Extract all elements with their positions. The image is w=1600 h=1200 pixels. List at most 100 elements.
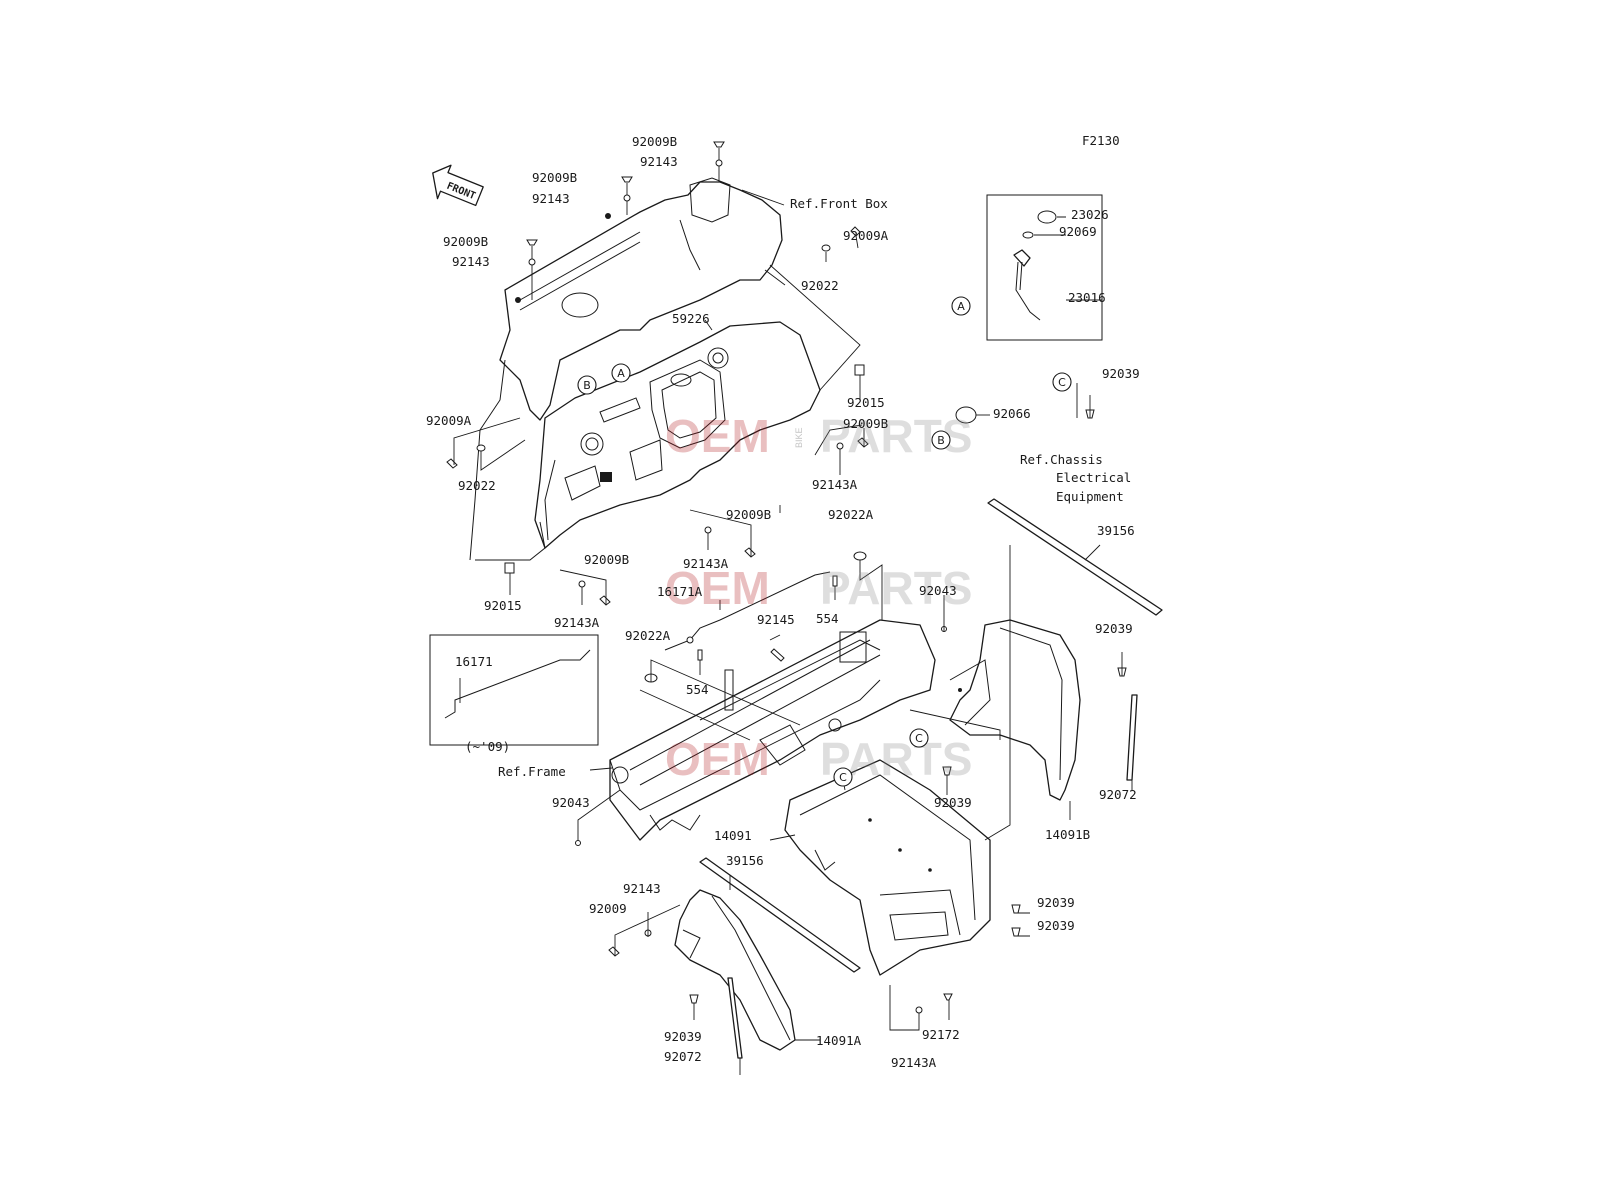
part-number-label: 92015 [847, 395, 885, 410]
part-number-label: 39156 [1097, 523, 1135, 538]
part-number-label: 92022 [458, 478, 496, 493]
callout-letter: A [957, 300, 965, 313]
callout-layer: A B A B C C C [577, 296, 1072, 787]
callout-ring [611, 363, 631, 383]
part-number-label: 92072 [664, 1049, 702, 1064]
watermark-left: OEM [665, 733, 770, 785]
callout-letter: A [617, 367, 625, 380]
part-number-label: 92069 [1059, 224, 1097, 239]
part-number-label: 92009B [632, 134, 677, 149]
part-number-label: 59226 [672, 311, 710, 326]
part-number-label: 92009B [584, 552, 629, 567]
callout-circle-b: B [931, 430, 951, 450]
part-number-label: 16171A [657, 584, 703, 599]
part-number-label: 14091 [714, 828, 752, 843]
part-number-label: 92143 [640, 154, 678, 169]
switch-23016-inset-box [986, 194, 1103, 341]
part-number-label: 92009 [589, 901, 627, 916]
part-number-label: 23016 [1068, 290, 1106, 305]
part-number-label: 92009B [726, 507, 771, 522]
part-number-label: 92039 [1095, 621, 1133, 636]
callout-ring [931, 430, 951, 450]
left-floor-guard-illustration [674, 889, 796, 1051]
callout-ring [1052, 372, 1072, 392]
part-number-label: 14091A [816, 1033, 862, 1048]
callout-ring [577, 375, 597, 395]
part-number-label: 92143A [554, 615, 600, 630]
rod-16171-illustration [444, 649, 591, 719]
reference-label: Equipment [1056, 489, 1124, 504]
callout-ring [909, 728, 929, 748]
part-number-label: 92009A [426, 413, 472, 428]
part-number-label: 92043 [919, 583, 957, 598]
rod-16171-inset-box [429, 634, 599, 746]
fastener-icons [446, 141, 1127, 1014]
part-number-label: 554 [686, 682, 709, 697]
callout-ring [951, 296, 971, 316]
dashboard-panel-illustration [469, 321, 821, 561]
callout-circle-a: A [611, 363, 631, 383]
reference-label: Ref.Chassis [1020, 452, 1103, 467]
watermark-right: PARTS [820, 562, 973, 614]
frame-crossmember-illustration [609, 619, 936, 841]
part-number-label: 92143A [683, 556, 729, 571]
part-number-label: 92022A [625, 628, 671, 643]
left-stay-92072-illustration [727, 977, 743, 1059]
callout-letter: B [583, 379, 591, 392]
callout-circle-b: B [577, 375, 597, 395]
part-number-label: 92143A [812, 477, 858, 492]
part-number-label: 92009B [843, 416, 888, 431]
callout-letter: C [915, 732, 923, 745]
part-number-label: 92022A [828, 507, 874, 522]
callout-circle-c: C [1052, 372, 1072, 392]
part-number-label: 92009B [443, 234, 488, 249]
reference-label: Ref.Front Box [790, 196, 888, 211]
part-number-label: 92039 [934, 795, 972, 810]
center-floor-guard-illustration [784, 759, 991, 976]
callout-ring [833, 767, 853, 787]
part-number-label: 92072 [1099, 787, 1137, 802]
watermark-left: OEM [665, 410, 770, 462]
front-box-cover-illustration [499, 177, 783, 421]
part-number-label: 92143 [532, 191, 570, 206]
part-number-label: 92039 [1102, 366, 1140, 381]
part-number-label: 92143 [623, 881, 661, 896]
watermark-left: OEM [665, 562, 770, 614]
switch-23016-illustration [1013, 210, 1057, 321]
callout-letter: C [1058, 376, 1066, 389]
front-arrow-icon: FRONT [432, 164, 484, 207]
part-number-label: 23026 [1071, 207, 1109, 222]
part-number-label: 92009A [843, 228, 889, 243]
right-floor-guard-illustration [949, 619, 1081, 801]
reference-label: Ref.Frame [498, 764, 566, 779]
callout-letter: B [937, 434, 945, 447]
part-number-label: 92143 [452, 254, 490, 269]
callout-circle-c: C [833, 767, 853, 787]
right-stay-92072-illustration [1126, 694, 1138, 781]
part-number-label: 554 [816, 611, 839, 626]
part-number-label: (~'09) [465, 739, 510, 754]
part-number-label: 14091B [1045, 827, 1090, 842]
reference-label: Electrical [1056, 470, 1131, 485]
part-number-label: 92143A [891, 1055, 937, 1070]
part-number-label: 92039 [664, 1029, 702, 1044]
leader-lines [453, 148, 1133, 1075]
figure-code: F2130 [1082, 133, 1120, 148]
upper-strip-39156-illustration [987, 498, 1163, 616]
part-number-label: 39156 [726, 853, 764, 868]
part-number-label: 92145 [757, 612, 795, 627]
callout-circle-c: C [909, 728, 929, 748]
part-number-label: 92022 [801, 278, 839, 293]
part-number-label: 92172 [922, 1027, 960, 1042]
part-number-label: 92015 [484, 598, 522, 613]
part-number-label: 92009B [532, 170, 577, 185]
part-number-label: 92066 [993, 406, 1031, 421]
part-number-label: 92039 [1037, 918, 1075, 933]
part-number-label: 16171 [455, 654, 493, 669]
part-number-label: 92039 [1037, 895, 1075, 910]
lower-strip-39156-illustration [699, 857, 861, 973]
callout-circle-a: A [951, 296, 971, 316]
watermark: OEM PARTS OEM PARTS OEM PARTS BIKE [665, 410, 973, 785]
